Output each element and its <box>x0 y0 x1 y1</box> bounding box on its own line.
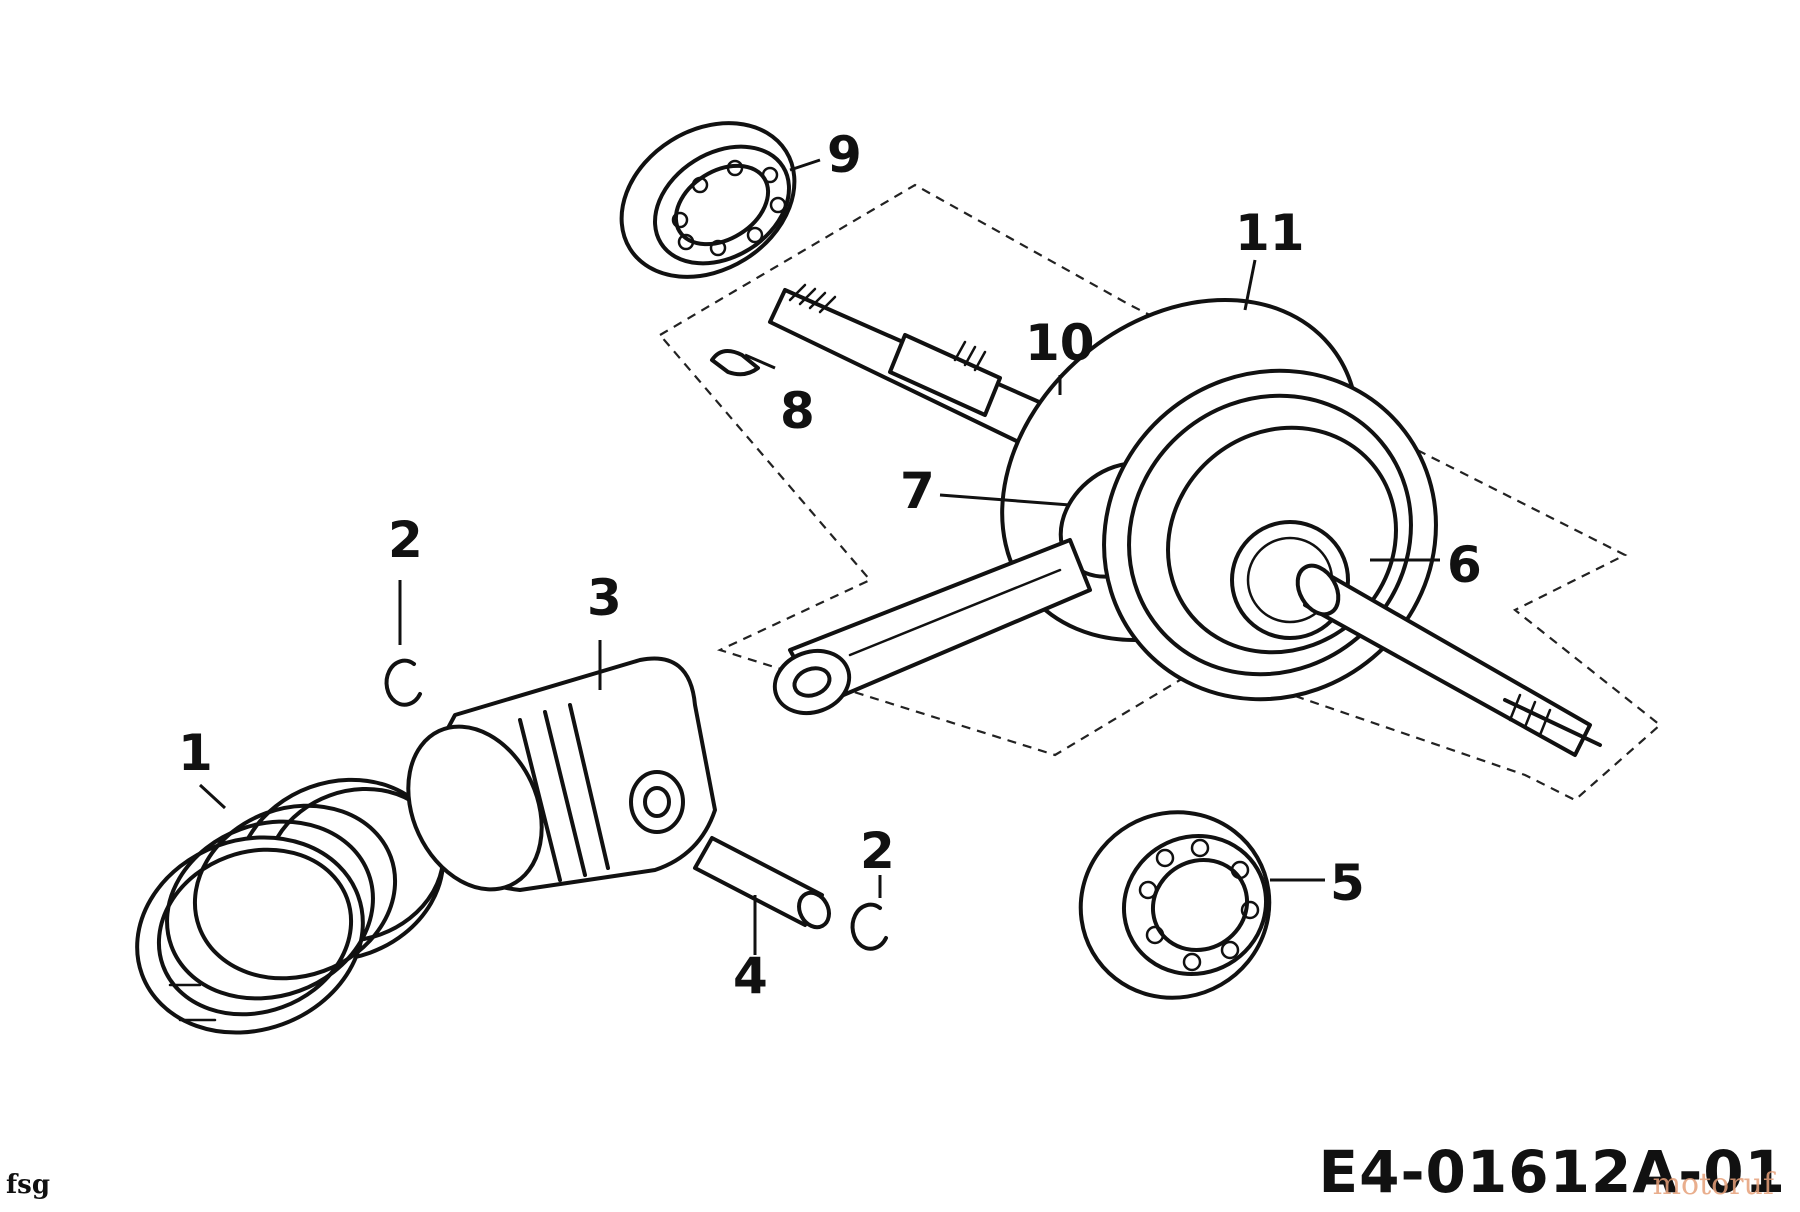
corner-tag: fsg <box>6 1170 51 1200</box>
piston-pin-part-4 <box>693 836 831 930</box>
callout-2-left: 2 <box>388 511 423 569</box>
leader-lines <box>198 158 1440 955</box>
circlip-part-2-left <box>384 658 422 707</box>
figure-id: E4-01612A-01 <box>1318 1138 1786 1206</box>
circlip-part-2-right <box>850 902 888 951</box>
bearing-part-9 <box>619 121 797 279</box>
callout-4: 4 <box>733 947 768 1005</box>
callout-5: 5 <box>1330 854 1365 912</box>
bearing-part-5 <box>1078 810 1272 1000</box>
crankshaft-right-shaft <box>1295 563 1602 757</box>
callout-3: 3 <box>587 569 622 627</box>
callout-9: 9 <box>827 126 862 184</box>
piston-part-3 <box>406 656 717 892</box>
piston-rings-part-1 <box>135 777 446 1035</box>
woodruff-key-part-8 <box>710 349 760 377</box>
callout-6: 6 <box>1447 536 1482 594</box>
crankshaft-assembly-outline <box>658 183 1662 802</box>
callout-2-right: 2 <box>860 822 895 880</box>
callout-7: 7 <box>900 462 935 520</box>
callout-11: 11 <box>1235 204 1305 262</box>
connecting-rod <box>772 538 1092 716</box>
callout-10: 10 <box>1025 314 1095 372</box>
watermark: motoruf <box>1652 1167 1774 1202</box>
callout-1: 1 <box>178 724 213 782</box>
callout-8: 8 <box>780 382 815 440</box>
